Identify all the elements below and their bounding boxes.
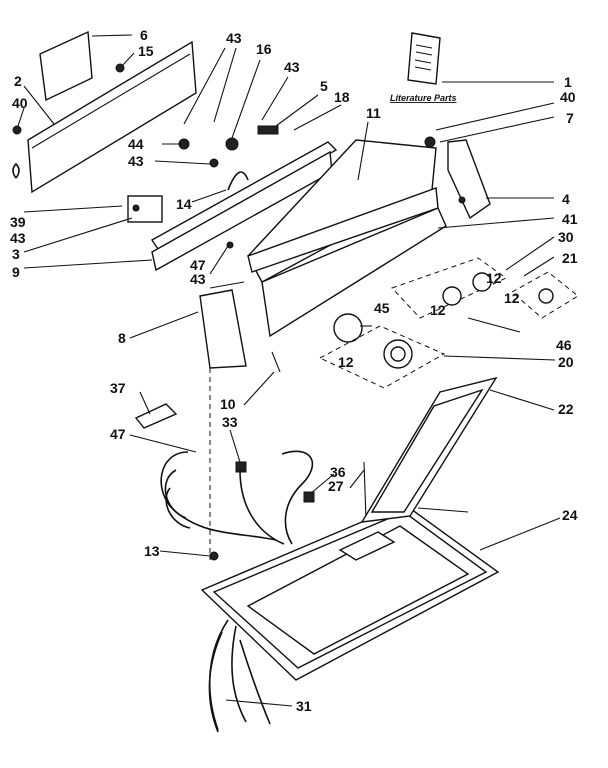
callout-39: 39 bbox=[10, 214, 26, 230]
door-panel bbox=[360, 376, 498, 523]
callout-13: 13 bbox=[144, 543, 160, 559]
callout-47-upper: 47 bbox=[190, 257, 206, 273]
panel-bracket bbox=[39, 30, 93, 102]
callout-31: 31 bbox=[296, 698, 312, 714]
callout-36: 36 bbox=[330, 464, 346, 480]
knob-group-21 bbox=[511, 271, 579, 319]
terminal-block-37 bbox=[134, 403, 178, 429]
callout-12-a: 12 bbox=[486, 270, 502, 286]
knob-45 bbox=[333, 313, 363, 343]
lint-slot bbox=[338, 531, 396, 561]
callout-15: 15 bbox=[138, 43, 154, 59]
callout-2: 2 bbox=[14, 73, 22, 89]
callout-21: 21 bbox=[562, 250, 578, 266]
callout-43-left: 43 bbox=[10, 230, 26, 246]
switch-16 bbox=[225, 137, 239, 151]
console-housing bbox=[247, 139, 447, 338]
callout-43-mid: 43 bbox=[128, 153, 144, 169]
callout-1: 1 bbox=[564, 74, 572, 90]
screw-47 bbox=[226, 241, 234, 249]
callout-18: 18 bbox=[334, 89, 350, 105]
screw-40 bbox=[12, 125, 22, 135]
screw-43c bbox=[209, 158, 219, 168]
callout-5: 5 bbox=[320, 78, 328, 94]
end-cap-4 bbox=[447, 139, 491, 220]
back-panel bbox=[27, 40, 197, 194]
callout-14: 14 bbox=[176, 196, 192, 212]
callout-8: 8 bbox=[118, 330, 126, 346]
callout-16: 16 bbox=[256, 41, 272, 57]
literature-booklet bbox=[407, 32, 441, 85]
callout-44: 44 bbox=[128, 136, 144, 152]
callout-47-lower: 47 bbox=[110, 426, 126, 442]
wire-harness-lower bbox=[208, 619, 271, 733]
wire-harness-upper bbox=[160, 450, 314, 545]
wire-14 bbox=[227, 171, 249, 191]
knob-group-30 bbox=[391, 257, 507, 319]
leader-lines bbox=[17, 34, 561, 707]
callout-40-right: 40 bbox=[560, 89, 576, 105]
callout-12-d: 12 bbox=[338, 354, 354, 370]
callout-33: 33 bbox=[222, 414, 238, 430]
callout-numbers: 1 2 3 4 5 6 7 8 9 10 11 13 14 15 16 18 2… bbox=[10, 27, 578, 714]
clip-36 bbox=[303, 491, 315, 503]
callout-11: 11 bbox=[366, 105, 381, 121]
callout-43-top: 43 bbox=[226, 30, 242, 46]
callout-12-b: 12 bbox=[504, 290, 520, 306]
callout-45: 45 bbox=[374, 300, 390, 316]
callout-24: 24 bbox=[562, 507, 578, 523]
callout-27: 27 bbox=[328, 478, 344, 494]
top-panel bbox=[200, 503, 500, 681]
timer-switch bbox=[127, 195, 163, 223]
callout-37: 37 bbox=[110, 380, 126, 396]
literature-parts-label: Literature Parts bbox=[390, 93, 457, 103]
connector-33 bbox=[235, 461, 247, 473]
callout-12-c: 12 bbox=[430, 302, 446, 318]
clip-39 bbox=[12, 162, 20, 179]
knob-group-20 bbox=[318, 325, 446, 389]
callout-20: 20 bbox=[558, 354, 574, 370]
callout-46: 46 bbox=[556, 337, 572, 353]
callout-10: 10 bbox=[220, 396, 236, 412]
callout-43-lower: 43 bbox=[190, 271, 206, 287]
side-bracket bbox=[199, 289, 247, 369]
switch-5 bbox=[257, 125, 279, 135]
callout-9: 9 bbox=[12, 264, 20, 280]
callout-41: 41 bbox=[562, 211, 578, 227]
callout-43-upper-right: 43 bbox=[284, 59, 300, 75]
callout-30: 30 bbox=[558, 229, 574, 245]
callout-40-left: 40 bbox=[12, 95, 28, 111]
callout-7: 7 bbox=[566, 110, 574, 126]
grommet-13 bbox=[209, 551, 219, 561]
callout-3: 3 bbox=[12, 246, 20, 262]
screw-7 bbox=[424, 136, 436, 148]
callout-6: 6 bbox=[140, 27, 148, 43]
callout-4: 4 bbox=[562, 191, 570, 207]
callout-22: 22 bbox=[558, 401, 574, 417]
